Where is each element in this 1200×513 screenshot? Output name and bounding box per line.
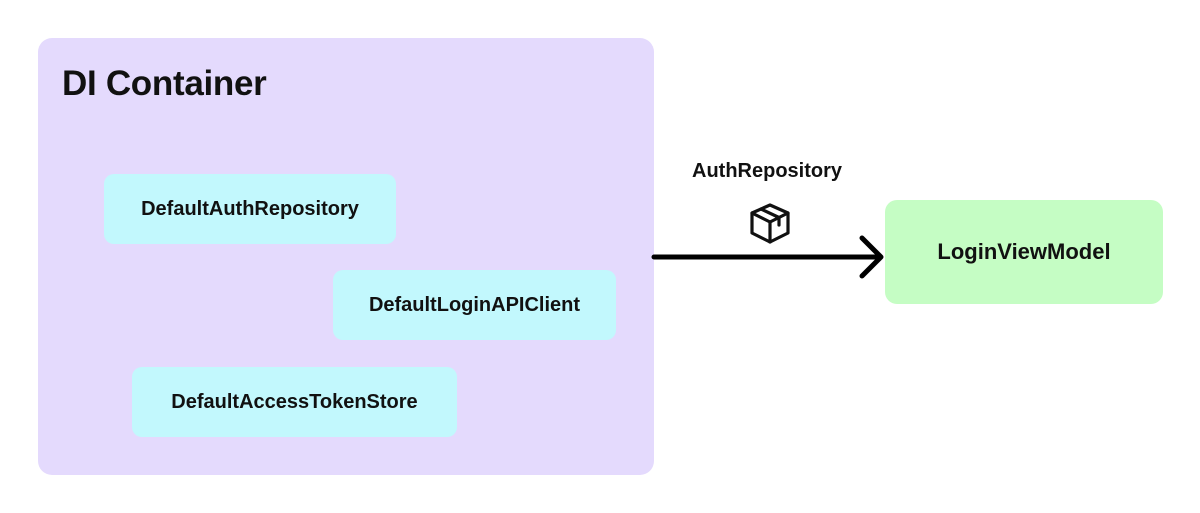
login-view-model-label: LoginViewModel [937,239,1111,264]
service-label: DefaultAccessTokenStore [171,390,418,413]
di-container-title: DI Container [62,64,267,103]
injection-label: AuthRepository [692,160,842,182]
service-label: DefaultLoginAPIClient [368,293,581,316]
service-default-access-token-store: DefaultAccessTokenStore [132,367,457,437]
injection-arrow [651,235,884,279]
package-icon [750,203,790,244]
service-default-login-api-client: DefaultLoginAPIClient [333,270,616,340]
service-default-auth-repository: DefaultAuthRepository [104,174,396,244]
di-container: DI Container DefaultAuthRepository Defau… [38,38,654,475]
service-label: DefaultAuthRepository [141,197,359,220]
login-view-model: LoginViewModel [885,200,1163,304]
